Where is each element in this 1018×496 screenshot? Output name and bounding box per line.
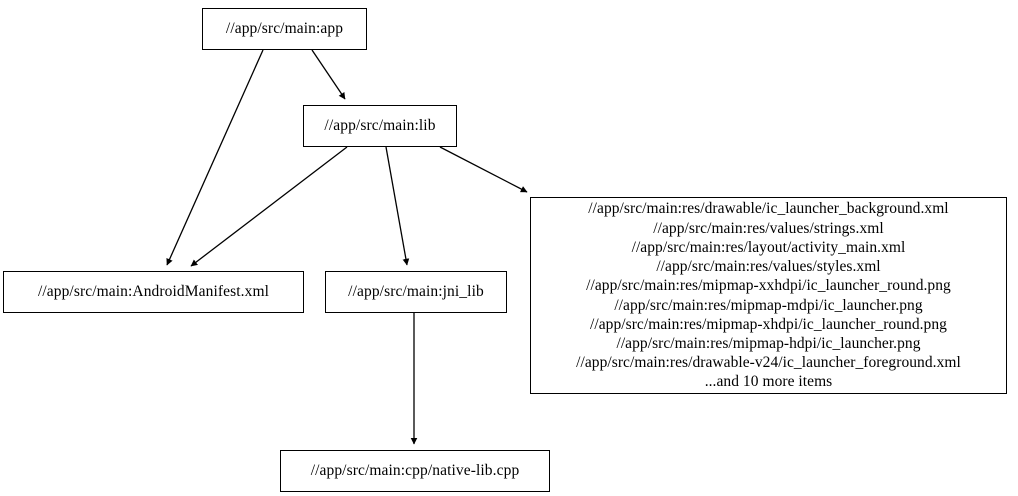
node-lib-label: //app/src/main:lib — [324, 117, 436, 135]
node-native-lib-cpp-label: //app/src/main:cpp/native-lib.cpp — [310, 462, 520, 480]
edge-lib-to-manifest — [190, 146, 348, 267]
node-android-manifest-label: //app/src/main:AndroidManifest.xml — [37, 283, 270, 301]
edge-app-to-manifest — [166, 49, 264, 266]
node-app-label: //app/src/main:app — [225, 20, 344, 38]
node-lib[interactable]: //app/src/main:lib — [303, 105, 457, 147]
node-jni-lib[interactable]: //app/src/main:jni_lib — [325, 271, 507, 313]
node-jni-lib-label: //app/src/main:jni_lib — [348, 283, 484, 301]
edge-app-to-lib — [311, 49, 346, 100]
edge-lib-to-jni-lib — [385, 146, 410, 266]
edge-lib-to-resources — [439, 146, 528, 193]
node-android-manifest[interactable]: //app/src/main:AndroidManifest.xml — [3, 271, 304, 313]
node-app[interactable]: //app/src/main:app — [202, 8, 367, 50]
node-resources-label: //app/src/main:res/drawable/ic_launcher_… — [576, 200, 961, 391]
node-resources[interactable]: //app/src/main:res/drawable/ic_launcher_… — [530, 197, 1007, 394]
node-native-lib-cpp[interactable]: //app/src/main:cpp/native-lib.cpp — [280, 450, 550, 492]
